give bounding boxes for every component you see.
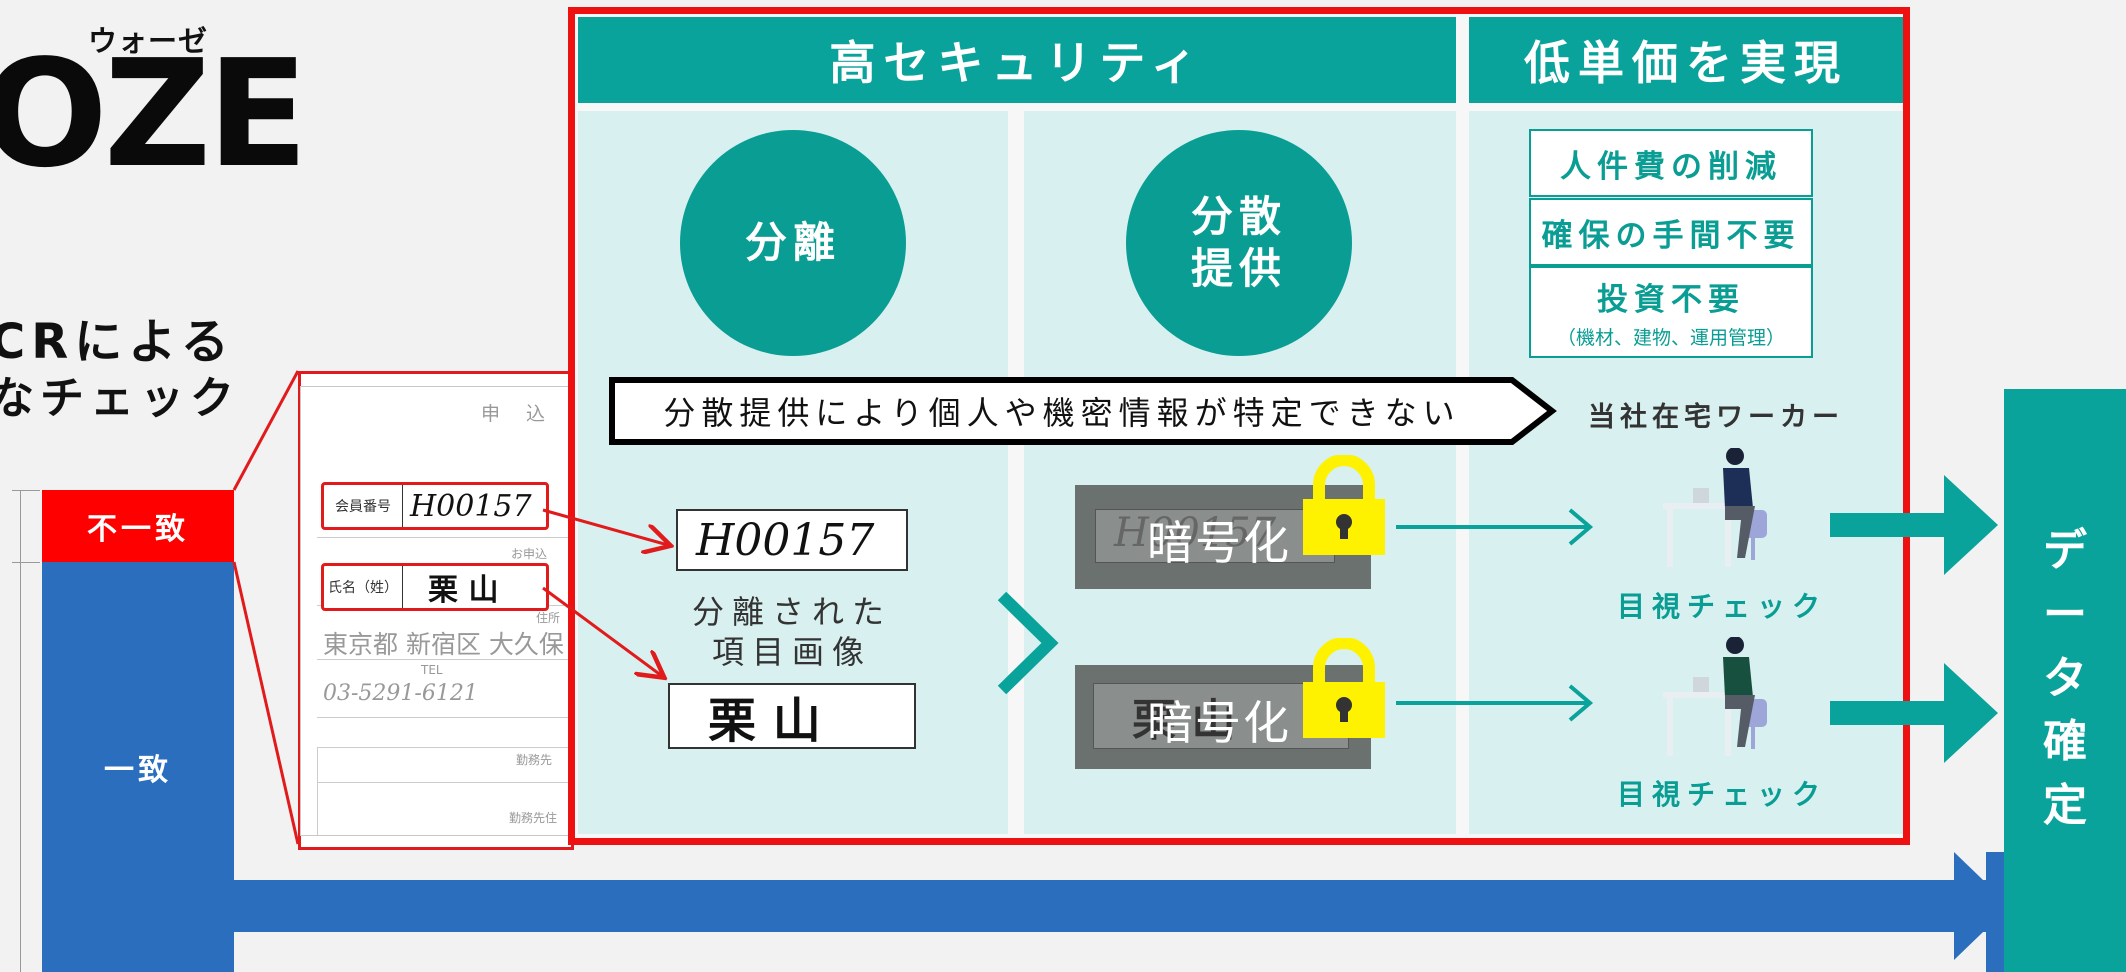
- separated-image-name: 栗 山: [668, 683, 916, 749]
- encrypted-box-1: H00157 暗号化: [1075, 485, 1371, 589]
- mismatch-bar: 不一致: [42, 490, 234, 562]
- cost-item-staffing: 確保の手間不要: [1529, 198, 1813, 266]
- member-no-label: 会員番号: [324, 485, 403, 527]
- data-fix-char: タ: [2043, 652, 2087, 704]
- distribution-circle-line-2: 提供: [1190, 244, 1287, 293]
- bracket-tick: [12, 562, 40, 563]
- encrypted-label-2: 暗号化: [1147, 696, 1291, 750]
- distribution-banner: 分散提供により個人や機密情報が特定できない: [663, 394, 1461, 432]
- form-small-label: お申込: [511, 547, 548, 561]
- tel-label: TEL: [421, 663, 443, 677]
- data-fix-char: ー: [2043, 588, 2087, 640]
- chevron-right-icon: [997, 591, 1059, 695]
- address-value: 東京都 新宿区 大久保: [323, 630, 564, 659]
- work-address-label: 勤務先住: [509, 811, 558, 825]
- application-form: 申 込 お申込 住所 東京都 新宿区 大久保 TEL 03-5291-6121 …: [300, 386, 570, 836]
- match-flow-arrow: [234, 852, 2010, 972]
- name-value: 栗 山: [428, 573, 499, 608]
- separated-images-label: 分離された 項目画像: [660, 592, 924, 672]
- name-label: 氏名（姓）: [324, 566, 403, 608]
- name-field: 氏名（姓） 栗 山: [321, 563, 549, 611]
- cost-item-investment-title: 投資不要: [1597, 282, 1745, 318]
- member-no-value: H00157: [410, 488, 532, 524]
- cost-item-labor: 人件費の削減: [1529, 129, 1813, 197]
- separated-label-line-2: 項目画像: [711, 633, 872, 671]
- work-label: 勤務先: [516, 753, 553, 767]
- heading-line-2: なチェック: [0, 373, 240, 424]
- separation-circle: 分離: [680, 130, 906, 356]
- cost-item-investment-sub: （機材、建物、運用管理）: [1556, 327, 1785, 349]
- heading-line-1: CRによる: [0, 314, 235, 370]
- bracket-line: [20, 490, 21, 972]
- distribution-circle-line-1: 分散: [1190, 191, 1287, 241]
- separated-label-line-1: 分離された: [691, 593, 892, 631]
- home-worker-illustration: [1663, 448, 1767, 567]
- bracket-tick: [12, 490, 40, 491]
- visual-check-label-2: 目視チェック: [1617, 778, 1828, 811]
- member-no-field: 会員番号 H00157: [321, 482, 549, 530]
- distribution-circle: 分散 提供: [1126, 130, 1352, 356]
- encrypted-ghost-1: H00157: [1095, 509, 1335, 563]
- lock-icon: [1303, 638, 1385, 738]
- logo: OZE: [0, 28, 308, 200]
- separated-image-member-no: H00157: [676, 509, 908, 571]
- tel-value: 03-5291-6121: [323, 681, 478, 706]
- logo-subtitle: ウォーゼ: [88, 24, 209, 58]
- data-fix-char: 確: [2043, 716, 2087, 768]
- data-fix-char: デ: [2043, 525, 2087, 576]
- match-bar: 一致: [42, 562, 234, 972]
- lock-icon: [1303, 455, 1385, 555]
- home-worker-illustration: [1663, 637, 1767, 756]
- address-label: 住所: [536, 611, 561, 625]
- cost-item-investment: 投資不要 （機材、建物、運用管理）: [1529, 266, 1813, 358]
- security-header: 高セキュリティ: [578, 17, 1456, 103]
- cost-header: 低単価を実現: [1469, 17, 1903, 103]
- encrypted-label-1: 暗号化: [1147, 516, 1291, 570]
- worker-arrows: [1396, 508, 1594, 722]
- to-data-fix-arrows: [1830, 475, 1998, 763]
- data-fix-char: 定: [2043, 780, 2087, 832]
- distribution-banner-shape: [609, 377, 1557, 445]
- visual-check-label-1: 目視チェック: [1617, 590, 1828, 623]
- home-worker-label: 当社在宅ワーカー: [1588, 402, 1844, 433]
- form-title: 申 込: [481, 403, 556, 425]
- data-fix-column: デ ー タ 確 定: [2004, 389, 2126, 972]
